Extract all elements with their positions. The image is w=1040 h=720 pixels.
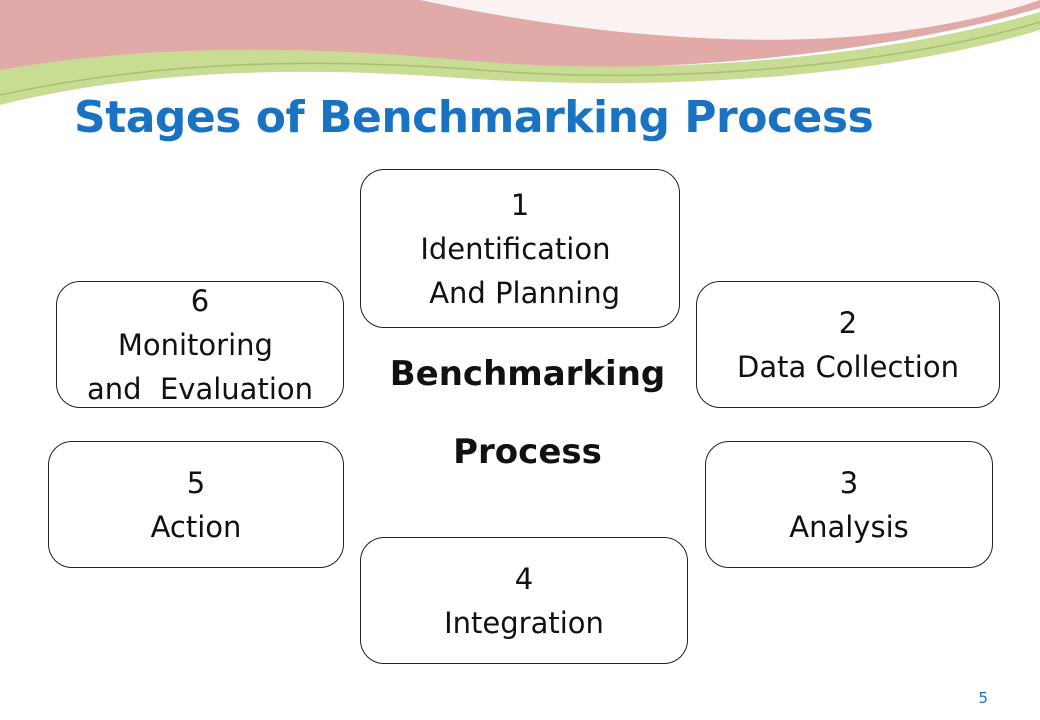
center-label-benchmarking: Benchmarking	[389, 354, 666, 394]
stage-1-box: 1 Identification And Planning	[360, 169, 680, 328]
stage-number: 2	[838, 305, 858, 340]
center-label-process: Process	[453, 432, 602, 472]
decorative-banner	[0, 0, 1040, 105]
stage-number: 6	[190, 283, 210, 318]
stage-label-line: Analysis	[789, 509, 909, 544]
stage-label-line: Action	[150, 509, 242, 544]
stage-number: 1	[510, 187, 530, 222]
stage-label-line: Integration	[444, 605, 604, 640]
stage-label-line: Monitoring	[117, 327, 283, 362]
stage-label-line: Identification	[420, 231, 620, 266]
stage-3-box: 3 Analysis	[705, 441, 993, 568]
stage-label-line: Data Collection	[737, 349, 959, 384]
stage-4-box: 4 Integration	[360, 537, 688, 664]
banner-line	[0, 21, 1040, 96]
stage-5-box: 5 Action	[48, 441, 344, 568]
stage-2-box: 2 Data Collection	[696, 281, 1000, 408]
slide-title: Stages of Benchmarking Process	[74, 92, 874, 143]
stage-number: 4	[514, 561, 534, 596]
banner-green-wave	[0, 12, 1040, 105]
page-number: 5	[978, 689, 988, 707]
stage-label-line: And Planning	[420, 275, 620, 310]
stage-number: 3	[839, 465, 859, 500]
banner-white-swoosh	[420, 0, 1040, 40]
stage-label-line: and Evaluation	[86, 371, 313, 406]
stage-number: 5	[186, 465, 206, 500]
stage-6-box: 6 Monitoring and Evaluation	[56, 281, 344, 408]
